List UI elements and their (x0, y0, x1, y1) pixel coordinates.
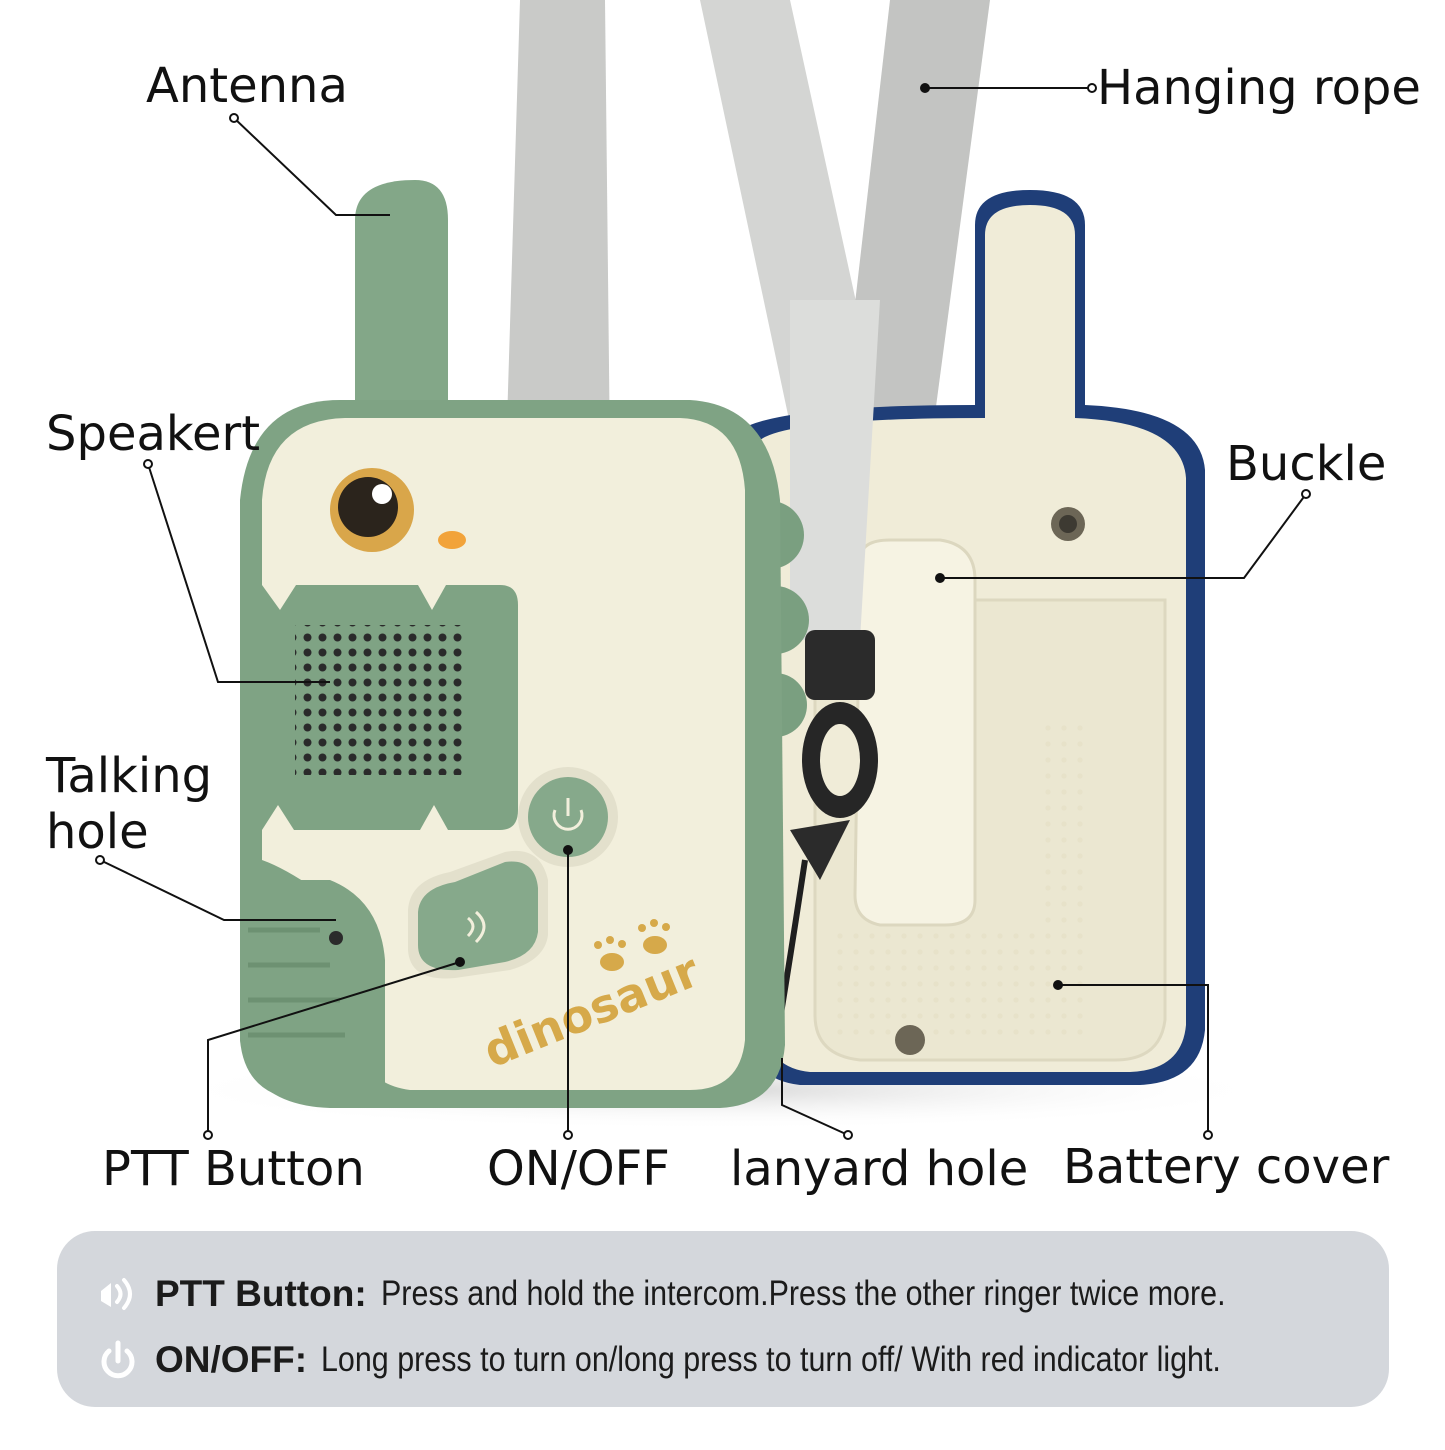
talking-hole-label-line1: Talking (46, 748, 213, 804)
talking-hole-label-line2: hole (46, 804, 149, 860)
strap-front (772, 300, 880, 1051)
battery-cover-label: Battery cover (1063, 1139, 1390, 1195)
belt-clip-buckle (853, 538, 977, 927)
speaker-sound-icon (95, 1271, 141, 1317)
front-walkie-talkie: dinosaur (240, 180, 809, 1108)
antenna-label: Antenna (146, 58, 348, 114)
ptt-button-label: PTT Button (102, 1141, 365, 1197)
info-row-onoff: ON/OFF: Long press to turn on/long press … (95, 1337, 1355, 1383)
paw-prints (594, 919, 670, 971)
rear-walkie-talkie (740, 190, 1205, 1085)
onoff-term: ON/OFF: (155, 1339, 308, 1380)
power-button (518, 767, 618, 867)
onoff-description: Long press to turn on/long press to turn… (321, 1340, 1221, 1379)
info-panel: PTT Button: Press and hold the intercom.P… (57, 1231, 1389, 1407)
speaker-label: Speakert (46, 406, 261, 462)
on-off-label: ON/OFF (487, 1141, 670, 1197)
power-icon (95, 1337, 141, 1383)
ptt-button (408, 850, 548, 979)
hanging-rope-label: Hanging rope (1097, 60, 1421, 116)
info-row-ptt: PTT Button: Press and hold the intercom.P… (95, 1271, 1351, 1317)
speaker-grille (295, 625, 465, 775)
ptt-description: Press and hold the intercom.Press the ot… (380, 1274, 1226, 1313)
antenna (355, 180, 448, 415)
lanyard-hole-label: lanyard hole (730, 1141, 1029, 1197)
ptt-term: PTT Button: (155, 1273, 367, 1314)
callout-leaders (95, 83, 1311, 1140)
buckle-label: Buckle (1226, 436, 1387, 492)
talking-hole-area (240, 880, 385, 1100)
